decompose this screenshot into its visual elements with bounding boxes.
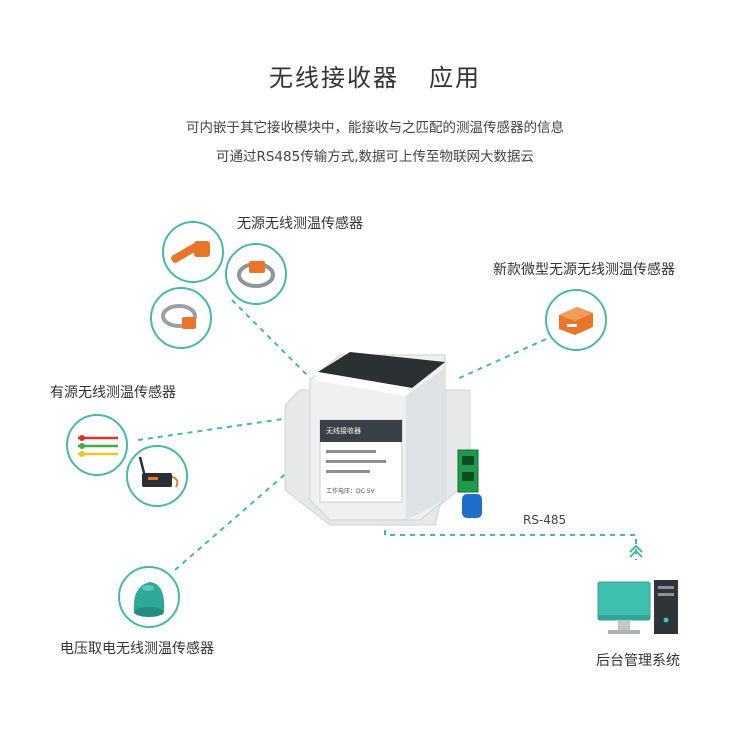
- connector-passive: [231, 299, 311, 379]
- sensor-passive-clamp-icon: [150, 287, 212, 349]
- chevron-up-icon: [629, 544, 643, 553]
- computer-icon: [597, 580, 678, 634]
- connector-new-micro: [454, 334, 556, 381]
- device-spec: 工作电压：DC 5V: [326, 488, 375, 495]
- dashed-connectors: [137, 299, 637, 571]
- label-active-sensor: 有源无线测温传感器: [50, 385, 176, 401]
- label-passive-sensor: 无源无线测温传感器: [237, 216, 363, 232]
- connector-rs485: [384, 500, 637, 560]
- device-panel-title: 无线接收器: [326, 427, 361, 435]
- subtitle-line1: 可内嵌于其它接收模块中，能接收与之匹配的测温传感器的信息: [186, 120, 564, 136]
- label-new-micro-sensor: 新款微型无源无线测温传感器: [493, 262, 675, 278]
- sensor-new-micro-icon: [545, 289, 607, 351]
- receiver-device: [284, 352, 482, 526]
- label-voltage-sensor: 电压取电无线测温传感器: [60, 641, 214, 657]
- connector-active: [137, 417, 291, 441]
- sensor-active-box-icon: [126, 445, 188, 507]
- label-backend-system: 后台管理系统: [596, 653, 680, 669]
- sensor-passive-ring-icon: [225, 243, 287, 305]
- sensor-active-wires-icon: [66, 414, 128, 476]
- sensor-passive-strap-icon: [162, 221, 224, 283]
- connector-voltage: [174, 469, 291, 571]
- title-main: 无线接收器: [269, 64, 399, 92]
- label-rs485: RS-485: [523, 513, 567, 527]
- title-app: 应用: [429, 64, 481, 92]
- chevron-up-icon: [629, 549, 643, 558]
- sensor-voltage-icon: [118, 566, 180, 628]
- subtitle-line2: 可通过RS485传输方式,数据可上传至物联网大数据云: [215, 149, 534, 165]
- page-title: 无线接收器 应用: [0, 58, 750, 93]
